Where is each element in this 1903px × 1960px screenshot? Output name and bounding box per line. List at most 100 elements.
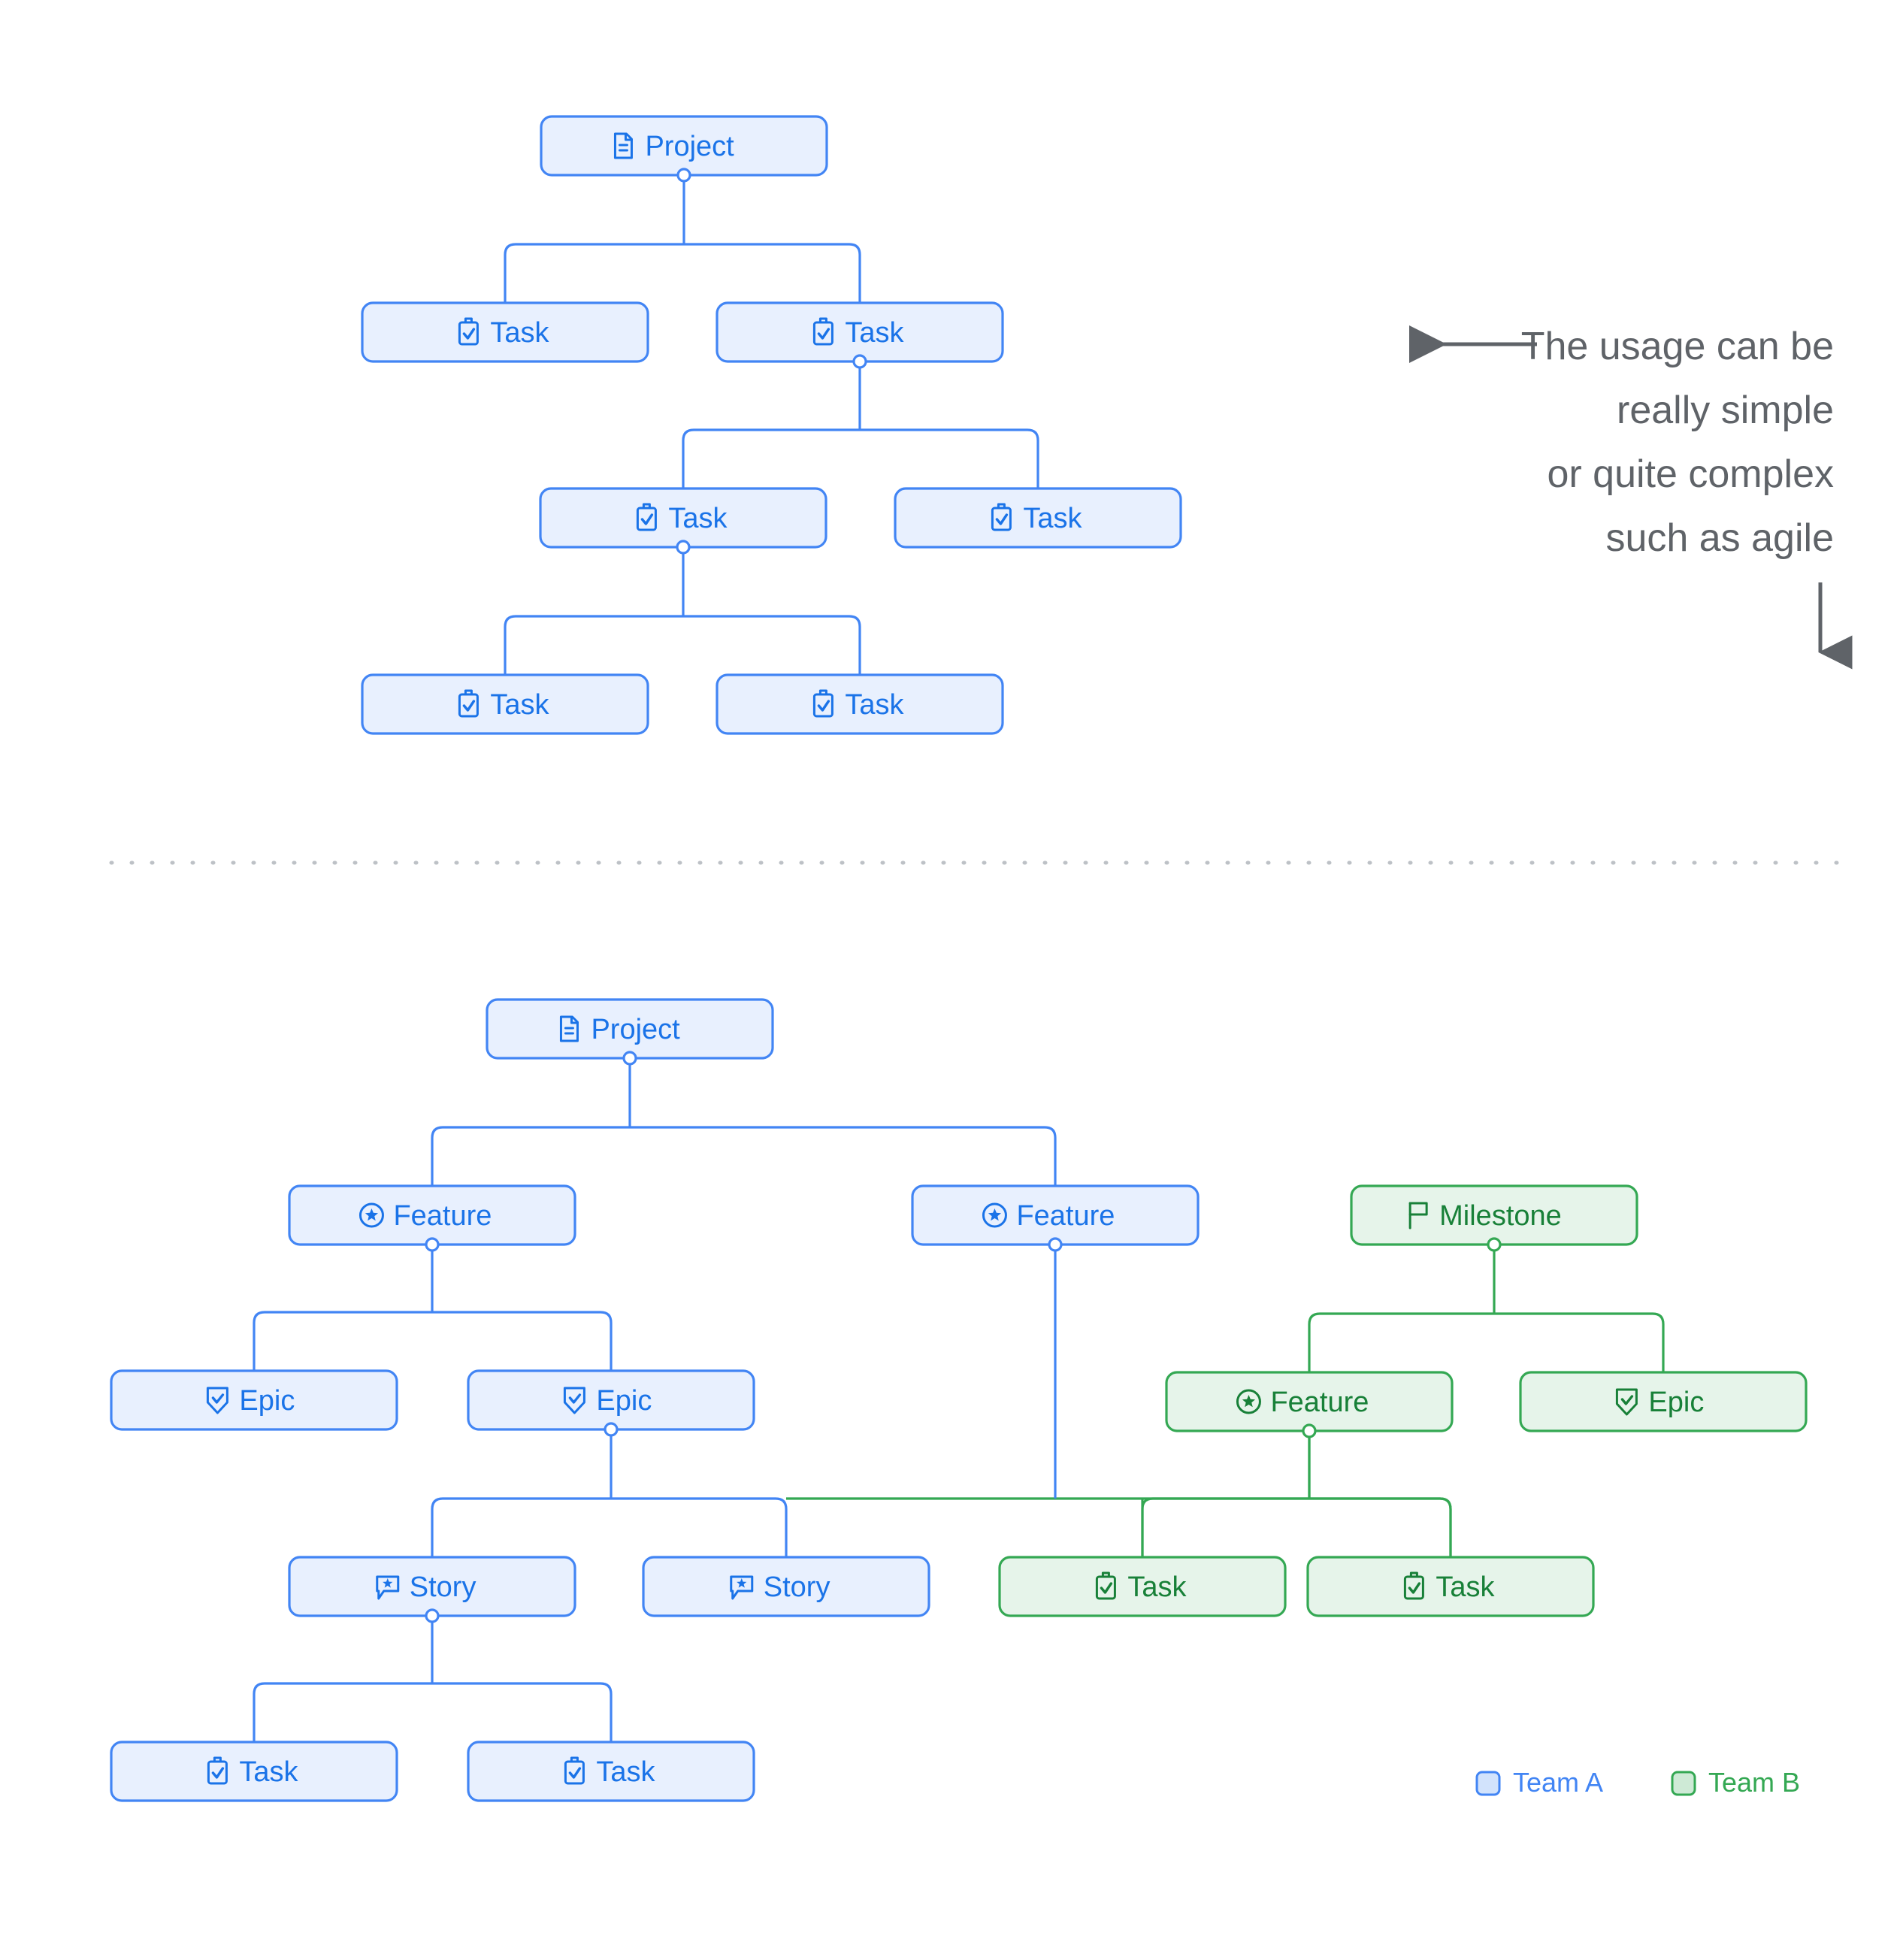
node-connector-dot[interactable] — [852, 354, 867, 369]
clipboard-check-icon — [564, 1756, 585, 1785]
edge-branch — [860, 428, 1039, 488]
node-task[interactable]: Task — [1306, 1556, 1595, 1617]
node-label: Project — [591, 1014, 680, 1045]
node-label: Story — [410, 1571, 477, 1603]
node-task[interactable]: Task — [998, 1556, 1287, 1617]
legend-item-team-a[interactable]: Team A — [1475, 1767, 1603, 1798]
node-project[interactable]: Project — [540, 115, 828, 183]
node-task[interactable]: Task — [894, 487, 1182, 549]
node-epic[interactable]: Epic — [467, 1369, 755, 1437]
node-label: Task — [596, 1756, 655, 1788]
node-task[interactable]: Task — [361, 301, 649, 363]
node-box[interactable] — [110, 1741, 398, 1802]
edge-branch — [504, 615, 683, 675]
node-epic[interactable]: Epic — [1519, 1371, 1808, 1432]
node-box[interactable] — [467, 1741, 755, 1802]
legend: Team A Team B — [1475, 1767, 1800, 1798]
star-circle-icon — [359, 1202, 384, 1228]
node-label: Task — [490, 317, 549, 349]
node-box[interactable] — [1519, 1371, 1808, 1432]
node-box[interactable] — [1306, 1556, 1595, 1617]
edge-branch — [1308, 1312, 1494, 1372]
node-box[interactable] — [642, 1556, 930, 1617]
edge-branch — [253, 1311, 432, 1371]
shield-check-icon — [563, 1387, 585, 1414]
legend-item-team-b[interactable]: Team B — [1671, 1767, 1800, 1798]
node-milestone[interactable]: Milestone — [1350, 1184, 1638, 1252]
edge-branch — [431, 1126, 630, 1186]
clipboard-check-icon — [991, 503, 1012, 531]
node-story[interactable]: Story — [288, 1556, 576, 1623]
edge-cross-rail — [786, 1497, 1452, 1557]
node-connector-dot[interactable] — [604, 1422, 619, 1437]
node-connector-dot[interactable] — [622, 1051, 637, 1066]
node-task[interactable]: Task — [110, 1741, 398, 1802]
node-label: Project — [645, 131, 734, 162]
node-feature[interactable]: Feature — [1165, 1371, 1454, 1438]
edge-branch — [630, 1126, 1057, 1186]
node-epic[interactable]: Epic — [110, 1369, 398, 1431]
clipboard-check-icon — [1095, 1571, 1116, 1600]
node-task[interactable]: Task — [716, 301, 1004, 369]
node-task[interactable]: Task — [467, 1741, 755, 1802]
node-label: Task — [1436, 1571, 1495, 1603]
node-task[interactable]: Task — [361, 673, 649, 735]
edge-branch — [1141, 1497, 1309, 1557]
node-box[interactable] — [716, 673, 1004, 735]
node-label: Task — [1127, 1571, 1187, 1603]
clipboard-check-icon — [1403, 1571, 1424, 1600]
node-label: Story — [764, 1571, 830, 1603]
node-box[interactable] — [361, 301, 649, 363]
node-task[interactable]: Task — [539, 487, 827, 555]
node-connector-dot[interactable] — [425, 1608, 440, 1623]
node-story[interactable]: Story — [642, 1556, 930, 1617]
node-box[interactable] — [998, 1556, 1287, 1617]
node-connector-dot[interactable] — [676, 540, 691, 555]
document-icon — [559, 1015, 579, 1042]
clipboard-check-icon — [458, 317, 479, 346]
node-connector-dot[interactable] — [676, 168, 691, 183]
annotation-line-2: really simple — [1617, 389, 1834, 432]
edge-branch — [684, 243, 861, 303]
node-label: Task — [1023, 503, 1082, 534]
annotation-group: The usage can be really simple or quite … — [1409, 325, 1853, 670]
edge-branch — [253, 1682, 432, 1742]
node-label: Task — [668, 503, 728, 534]
node-label: Task — [490, 689, 549, 721]
edges-layer — [253, 175, 1665, 1742]
node-connector-dot[interactable] — [1302, 1423, 1317, 1438]
clipboard-check-icon — [458, 689, 479, 718]
node-label: Milestone — [1439, 1200, 1562, 1232]
clipboard-check-icon — [636, 503, 657, 531]
node-label: Epic — [596, 1385, 652, 1417]
star-circle-icon — [982, 1202, 1007, 1228]
node-label: Task — [239, 1756, 298, 1788]
node-label: Task — [845, 689, 904, 721]
document-icon — [613, 132, 633, 159]
node-feature[interactable]: Feature — [288, 1184, 576, 1252]
node-connector-dot[interactable] — [425, 1237, 440, 1252]
legend-swatch-icon — [1671, 1771, 1696, 1796]
node-box[interactable] — [361, 673, 649, 735]
legend-swatch-icon — [1475, 1771, 1501, 1796]
node-label: Epic — [239, 1385, 295, 1417]
edge-branch — [1494, 1312, 1665, 1372]
annotation-line-4: such as agile — [1605, 516, 1834, 560]
node-feature[interactable]: Feature — [911, 1184, 1200, 1252]
chat-star-icon — [730, 1575, 754, 1600]
clipboard-check-icon — [812, 317, 834, 346]
node-connector-dot[interactable] — [1487, 1237, 1502, 1252]
node-connector-dot[interactable] — [1048, 1237, 1063, 1252]
edge-branch — [682, 428, 860, 488]
node-box[interactable] — [110, 1369, 398, 1431]
node-box[interactable] — [894, 487, 1182, 549]
legend-label: Team B — [1708, 1767, 1800, 1798]
edge-branch — [683, 615, 861, 675]
shield-check-icon — [1615, 1388, 1638, 1416]
edge-branch — [611, 1497, 788, 1557]
node-task[interactable]: Task — [716, 673, 1004, 735]
node-project[interactable]: Project — [486, 998, 774, 1066]
node-label: Feature — [1016, 1200, 1115, 1232]
star-circle-icon — [1236, 1389, 1261, 1414]
